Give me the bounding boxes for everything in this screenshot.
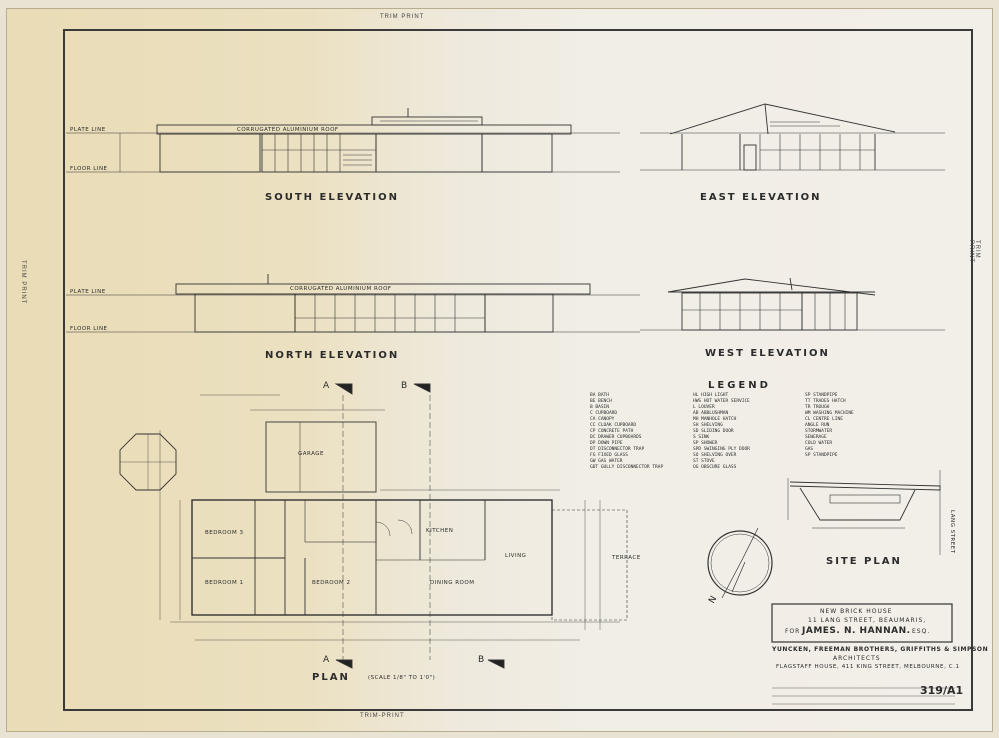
legend-item: HL HIGH LIGHT [693, 393, 729, 398]
room-bedroom-1: BEDROOM 1 [205, 580, 244, 586]
legend-item: SP SHOWER [693, 441, 718, 446]
legend-item: BA BATH [590, 393, 609, 398]
north-elevation-drawing [66, 274, 640, 333]
legend-item: GAS [805, 447, 814, 452]
south-elevation-drawing [66, 108, 620, 173]
legend-item: FG FIXED GLASS [590, 453, 628, 458]
title-block-box [771, 603, 955, 705]
legend-item: BE BENCH [590, 399, 612, 404]
legend-item: CP CONCRETE PATH [590, 429, 634, 434]
legend-item: SEWERAGE [805, 435, 827, 440]
title-block-firm: YUNCKEN, FREEMAN BROTHERS, GRIFFITHS & S… [772, 646, 989, 653]
north-arrow [707, 527, 773, 599]
trim-print-top: TRIM PRINT [380, 14, 425, 20]
section-mark-a-top: A [323, 381, 330, 391]
site-street-label: LANG STREET [949, 510, 955, 554]
title-block-client-suffix: ESQ. [912, 628, 931, 635]
legend-item: C CUPBOARD [590, 411, 618, 416]
plan-title: PLAN [312, 672, 350, 683]
legend-item: GW GAS WATER [590, 459, 623, 464]
title-block-client: JAMES. N. HANNAN. [802, 626, 911, 636]
legend-item: SP STANDPIPE [805, 453, 838, 458]
roof-note-south: CORRUGATED ALUMINIUM ROOF [237, 127, 339, 133]
legend-item: SO SHELVING OVER [693, 453, 737, 458]
site-plan-title: SITE PLAN [826, 556, 902, 567]
room-dining: DINING ROOM [430, 580, 475, 586]
title-block-address: FLAGSTAFF HOUSE, 411 KING STREET, MELBOU… [776, 664, 960, 670]
plate-line-label-north: PLATE LINE [70, 289, 106, 295]
section-mark-a-bottom: A [323, 655, 330, 665]
legend-item: TT TRADES HATCH [805, 399, 846, 404]
room-living: LIVING [505, 553, 527, 559]
legend-item: STORMWATER [805, 429, 833, 434]
legend-item: B BASIN [590, 405, 609, 410]
legend-item: S SINK [693, 435, 710, 440]
title-block-line-2: 11 LANG STREET, BEAUMARIS, [808, 617, 927, 624]
section-mark-b-top: B [401, 381, 408, 391]
legend-item: COLD WATER [805, 441, 833, 446]
legend-item: SH SHELVING [693, 423, 723, 428]
title-block-line-1: NEW BRICK HOUSE [820, 608, 893, 615]
legend-title: LEGEND [708, 380, 771, 391]
legend-item: SPD SWINGING PLY DOOR [693, 447, 750, 452]
floor-plan-drawing [119, 383, 628, 669]
legend-item: ST STOVE [693, 459, 715, 464]
legend-item: HWS HOT WATER SERVICE [693, 399, 750, 404]
legend-item: GDT GULLY DISCONNECTOR TRAP [590, 465, 664, 470]
legend-item: DC DRAWER CUPBOARDS [590, 435, 642, 440]
legend-item: DT DISCONNECTOR TRAP [590, 447, 645, 452]
legend-item: WM WASHING MACHINE [805, 411, 854, 416]
title-block-for: FOR [785, 628, 801, 635]
legend-item: CA CANOPY [590, 417, 615, 422]
site-plan-drawing [787, 470, 941, 555]
legend-item: CC CLOAK CUPBOARD [590, 423, 637, 428]
title-block-architects: ARCHITECTS [833, 655, 881, 662]
legend-item: DP DOWN PIPE [590, 441, 623, 446]
drawing-number: 319/A1 [920, 684, 964, 697]
east-elevation-drawing [640, 103, 945, 171]
legend-item: TR TROUGH [805, 405, 830, 410]
floor-line-label-north: FLOOR LINE [70, 326, 108, 332]
north-elevation-title: NORTH ELEVATION [265, 350, 400, 361]
legend-item: AB ABBLUSHMAN [693, 411, 729, 416]
room-garage: GARAGE [298, 451, 325, 457]
legend-item: L LOUVER [693, 405, 715, 410]
room-terrace: TERRACE [612, 555, 641, 561]
west-elevation-title: WEST ELEVATION [705, 348, 830, 359]
legend-item: CL CENTRE LINE [805, 417, 843, 422]
section-mark-b-bottom: B [478, 655, 485, 665]
floor-line-label-south: FLOOR LINE [70, 166, 108, 172]
legend-item: OG OBSCURE GLASS [693, 465, 737, 470]
drawing-border [63, 29, 973, 711]
south-elevation-title: SOUTH ELEVATION [265, 192, 399, 203]
room-bedroom-2: BEDROOM 2 [312, 580, 351, 586]
room-bedroom-3: BEDROOM 3 [205, 530, 244, 536]
roof-note-north: CORRUGATED ALUMINIUM ROOF [290, 286, 392, 292]
room-kitchen: KITCHEN [426, 528, 454, 534]
legend-item: MH MANHOLE HATCH [693, 417, 737, 422]
drawing-sheet [6, 8, 993, 732]
east-elevation-title: EAST ELEVATION [700, 192, 822, 203]
plate-line-label-south: PLATE LINE [70, 127, 106, 133]
legend-item: ANGLE RUN [805, 423, 830, 428]
legend-item: SP STANDPIPE [805, 393, 838, 398]
legend-item: SD SLIDING DOOR [693, 429, 734, 434]
plan-scale: (SCALE 1/8" TO 1'0") [368, 675, 436, 681]
trim-print-bottom: TRIM-PRINT [360, 713, 405, 719]
west-elevation-drawing [640, 277, 945, 331]
